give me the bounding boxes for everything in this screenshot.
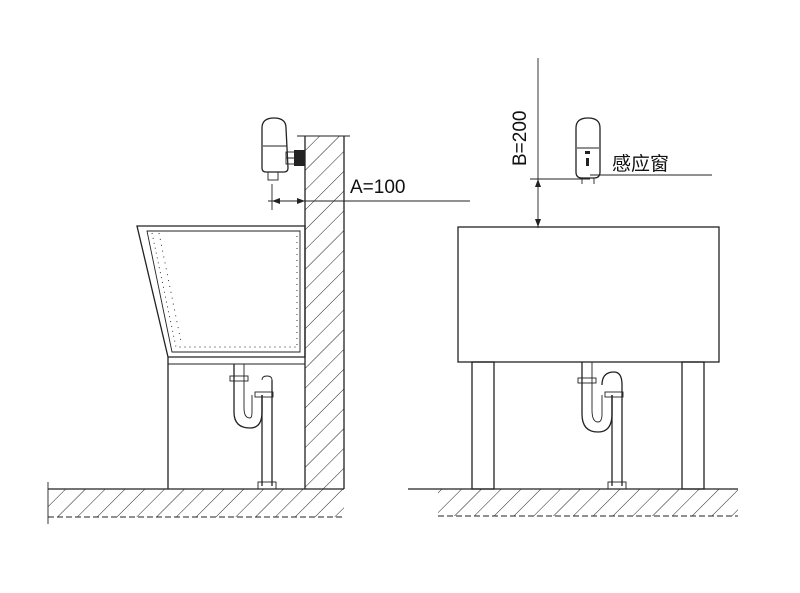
left-sensor-valve: [261, 117, 305, 181]
left-drain-trap: [229, 364, 277, 490]
right-front-view: 感应窗 B=200: [408, 58, 738, 517]
sensor-window-callout: 感应窗: [590, 153, 712, 176]
left-floor: [47, 482, 344, 524]
sensor-window-label: 感应窗: [612, 153, 669, 175]
right-drain-trap: [577, 362, 627, 490]
right-sink-body: [457, 226, 720, 363]
dimension-b: B=200: [510, 58, 590, 228]
dimension-a: A=100: [268, 177, 470, 210]
dimension-a-label: A=100: [350, 177, 405, 198]
left-sink-cabinet: [167, 357, 305, 489]
left-sink-basin: [136, 225, 306, 358]
left-side-view: A=100: [47, 117, 470, 524]
sensor-window-icon: [586, 158, 589, 166]
left-wall: [297, 135, 350, 489]
right-sink-legs: [471, 361, 705, 490]
right-sensor: [575, 117, 601, 184]
right-floor: [408, 488, 738, 517]
dimension-b-label: B=200: [510, 111, 531, 166]
